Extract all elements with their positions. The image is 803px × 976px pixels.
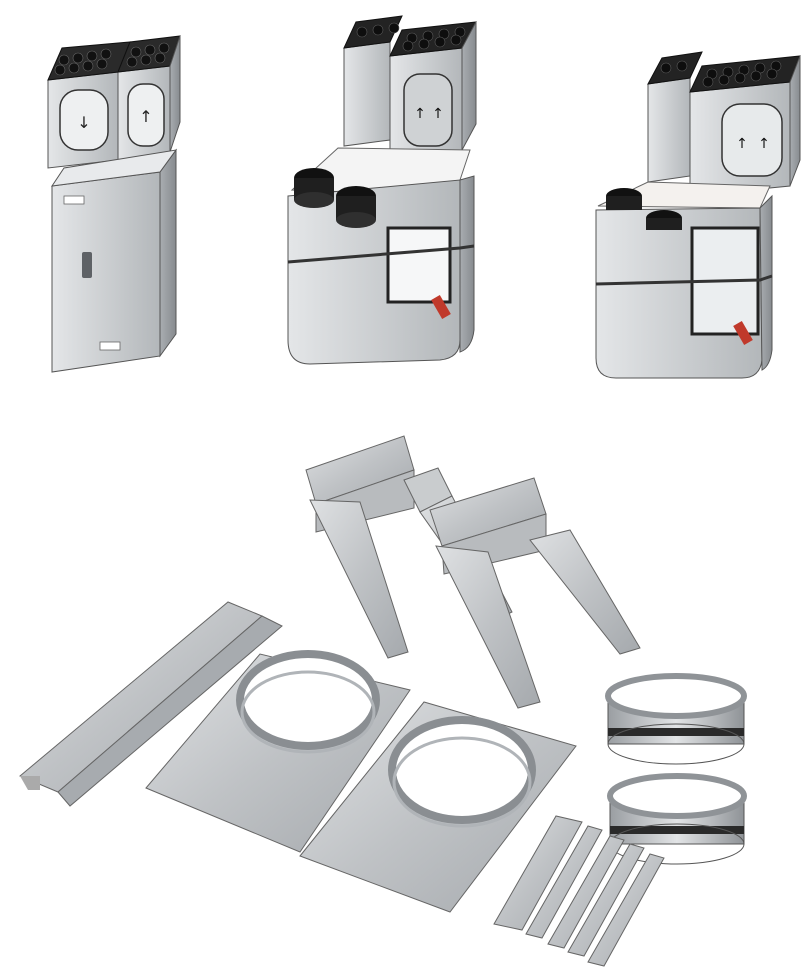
ventilation-unit-tall: ↓ ↑ <box>47 35 181 373</box>
svg-text:↑: ↑ <box>736 136 748 152</box>
svg-text:↑: ↑ <box>432 106 444 122</box>
svg-text:↑: ↑ <box>414 106 426 122</box>
duct-collar-upper <box>605 673 747 765</box>
compact-unit-body <box>287 147 475 365</box>
channel-rail <box>19 601 283 807</box>
distribution-boxes-top: ↑ ↑ <box>343 15 477 159</box>
svg-text:↑: ↑ <box>758 136 770 152</box>
compact-unit-body-alt <box>595 181 773 379</box>
ventilation-unit-compact: ↑ ↑ <box>287 15 477 365</box>
distribution-boxes-top-alt: ↑ ↑ <box>647 51 801 197</box>
wall-bracket-right <box>429 477 641 709</box>
flat-strips <box>493 815 665 967</box>
tall-unit-body <box>50 148 178 373</box>
duct-collar-lower <box>607 773 747 865</box>
svg-text:↓: ↓ <box>77 113 90 132</box>
distribution-box-left: ↓ <box>47 41 131 169</box>
distribution-box-right: ↑ <box>117 35 181 161</box>
svg-text:↑: ↑ <box>139 107 152 126</box>
duct-plate-left <box>145 650 411 853</box>
ventilation-unit-compact-alt: ↑ ↑ <box>595 51 801 379</box>
mounting-kit <box>19 435 747 967</box>
duct-plate-right <box>299 701 577 913</box>
